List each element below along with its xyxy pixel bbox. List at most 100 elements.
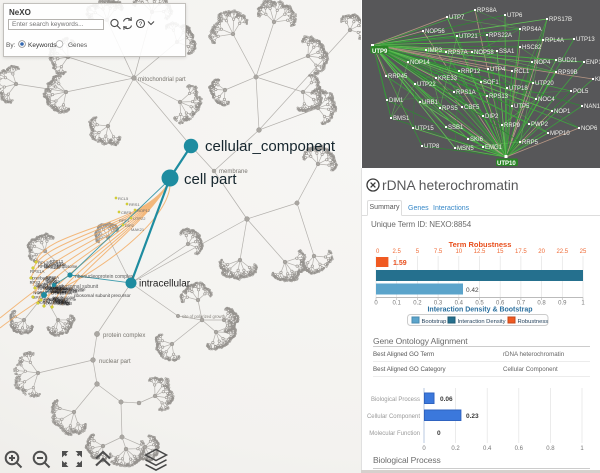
svg-text:NOP12: NOP12 bbox=[137, 208, 151, 213]
svg-text:0.06: 0.06 bbox=[440, 396, 453, 403]
svg-text:RPL32: RPL32 bbox=[55, 298, 68, 303]
svg-text:preribosome: preribosome bbox=[53, 295, 77, 302]
svg-text:processome: processome bbox=[55, 287, 78, 293]
svg-text:BUD21: BUD21 bbox=[558, 58, 578, 64]
svg-text:1: 1 bbox=[580, 446, 584, 452]
svg-text:preribosome: preribosome bbox=[34, 284, 58, 291]
svg-text:RRP12: RRP12 bbox=[461, 69, 481, 75]
svg-text:preribosome: preribosome bbox=[52, 295, 75, 300]
svg-text:ribonucleoprotein complex: ribonucleoprotein complex bbox=[75, 274, 134, 280]
svg-text:RPS24A: RPS24A bbox=[62, 289, 78, 295]
svg-text:10: 10 bbox=[455, 249, 462, 255]
svg-text:PWP2: PWP2 bbox=[531, 122, 549, 128]
svg-text:UTP10: UTP10 bbox=[51, 285, 65, 291]
svg-text:MPP10: MPP10 bbox=[550, 131, 570, 137]
svg-text:IMP3: IMP3 bbox=[428, 48, 443, 54]
svg-text:UTP5: UTP5 bbox=[514, 104, 530, 110]
svg-text:RPS17B: RPS17B bbox=[549, 17, 572, 23]
svg-text:RPL25: RPL25 bbox=[50, 289, 63, 294]
svg-text:SSA1: SSA1 bbox=[499, 49, 515, 55]
svg-text:0.23: 0.23 bbox=[466, 413, 479, 420]
svg-text:HSC82: HSC82 bbox=[522, 45, 542, 51]
svg-text:RPS13: RPS13 bbox=[55, 299, 69, 305]
svg-text:RRS1: RRS1 bbox=[129, 202, 140, 207]
svg-text:22.5: 22.5 bbox=[556, 249, 568, 255]
svg-text:small subunit: small subunit bbox=[37, 288, 62, 295]
svg-text:RRP9: RRP9 bbox=[504, 123, 521, 129]
svg-text:0.4: 0.4 bbox=[483, 446, 492, 452]
svg-text:SKI6: SKI6 bbox=[470, 137, 484, 143]
svg-text:CBF5: CBF5 bbox=[464, 105, 480, 111]
svg-text:RPS11B: RPS11B bbox=[45, 265, 61, 270]
svg-text:Term Robustness: Term Robustness bbox=[449, 240, 512, 249]
svg-text:CBF5: CBF5 bbox=[121, 210, 132, 215]
svg-text:SOF1: SOF1 bbox=[483, 80, 499, 86]
svg-text:MAK21: MAK21 bbox=[131, 227, 145, 232]
svg-text:UTP7: UTP7 bbox=[449, 15, 465, 21]
svg-text:0.8: 0.8 bbox=[546, 446, 555, 452]
svg-text:UTP4: UTP4 bbox=[490, 67, 506, 73]
svg-text:UTP9: UTP9 bbox=[372, 49, 388, 55]
svg-text:?: ? bbox=[139, 21, 143, 28]
svg-text:90S preribosome: 90S preribosome bbox=[38, 300, 70, 307]
svg-text:DIP2: DIP2 bbox=[485, 114, 499, 120]
svg-text:NOP4: NOP4 bbox=[534, 60, 551, 66]
svg-text:NOP58: NOP58 bbox=[53, 299, 67, 305]
svg-text:ribosomal subunit: ribosomal subunit bbox=[59, 284, 99, 290]
svg-text:RRP5: RRP5 bbox=[43, 298, 55, 303]
svg-text:POL5: POL5 bbox=[573, 89, 589, 95]
svg-text:UTP10: UTP10 bbox=[497, 161, 516, 167]
svg-text:UTP6: UTP6 bbox=[507, 13, 523, 19]
svg-text:RPS24A: RPS24A bbox=[35, 283, 51, 288]
svg-text:RPS9B: RPS9B bbox=[558, 70, 578, 76]
svg-text:5: 5 bbox=[416, 249, 420, 255]
svg-text:90S preribosome: 90S preribosome bbox=[46, 264, 78, 269]
svg-text:Interaction Density: Interaction Density bbox=[458, 319, 506, 325]
svg-text:RPF1: RPF1 bbox=[119, 218, 130, 223]
svg-text:NOP58: NOP58 bbox=[474, 50, 494, 56]
svg-text:0: 0 bbox=[374, 301, 378, 307]
svg-text:UTP21: UTP21 bbox=[459, 34, 478, 40]
svg-text:NOC4: NOC4 bbox=[538, 97, 555, 103]
svg-text:RPS8A: RPS8A bbox=[477, 8, 497, 14]
svg-text:RPS16: RPS16 bbox=[57, 300, 71, 305]
svg-text:EMG1: EMG1 bbox=[485, 145, 503, 151]
svg-text:UTP15: UTP15 bbox=[415, 126, 434, 132]
svg-text:ribosomal subunit precursor: ribosomal subunit precursor bbox=[74, 293, 131, 298]
svg-text:SSB1: SSB1 bbox=[448, 125, 464, 131]
svg-text:RPL32: RPL32 bbox=[51, 262, 64, 267]
svg-text:RPL4A: RPL4A bbox=[545, 38, 564, 44]
svg-text:NOP14: NOP14 bbox=[410, 60, 430, 66]
svg-text:SNU13: SNU13 bbox=[54, 286, 68, 291]
svg-text:RPS24A: RPS24A bbox=[51, 289, 67, 294]
svg-text:RPL5: RPL5 bbox=[38, 264, 49, 269]
svg-text:Bootstrap: Bootstrap bbox=[422, 319, 447, 325]
svg-text:ENP1: ENP1 bbox=[586, 60, 600, 66]
svg-text:RPL25: RPL25 bbox=[38, 260, 51, 265]
svg-text:25: 25 bbox=[580, 249, 587, 255]
svg-text:RPS6A: RPS6A bbox=[38, 286, 52, 291]
svg-text:RPS2: RPS2 bbox=[47, 278, 58, 283]
svg-text:NOP6: NOP6 bbox=[581, 126, 598, 132]
svg-text:NOP1: NOP1 bbox=[38, 283, 50, 288]
svg-text:RPS4A: RPS4A bbox=[522, 27, 542, 33]
svg-text:MSN5: MSN5 bbox=[457, 146, 474, 152]
svg-text:RPS2: RPS2 bbox=[59, 301, 71, 307]
svg-text:site of polarized growth: site of polarized growth bbox=[182, 314, 226, 319]
svg-text:NOP56: NOP56 bbox=[44, 282, 58, 287]
svg-text:Robustness: Robustness bbox=[518, 319, 549, 325]
svg-text:preribosome: preribosome bbox=[32, 276, 55, 281]
svg-text:NOP1: NOP1 bbox=[55, 289, 67, 295]
svg-text:RPS2: RPS2 bbox=[53, 284, 65, 290]
svg-text:NOP1: NOP1 bbox=[48, 297, 60, 302]
svg-text:0: 0 bbox=[437, 430, 441, 437]
svg-text:cell part: cell part bbox=[184, 171, 237, 188]
svg-text:0.2: 0.2 bbox=[451, 446, 460, 452]
svg-text:mitochondrial part: mitochondrial part bbox=[138, 77, 186, 83]
svg-text:RPS1A: RPS1A bbox=[456, 90, 476, 96]
svg-text:RPL25: RPL25 bbox=[58, 301, 71, 306]
svg-text:RPS7A: RPS7A bbox=[448, 50, 468, 56]
svg-text:0.9: 0.9 bbox=[558, 301, 567, 307]
svg-text:0.6: 0.6 bbox=[515, 446, 524, 452]
svg-text:UTP8: UTP8 bbox=[424, 144, 440, 150]
